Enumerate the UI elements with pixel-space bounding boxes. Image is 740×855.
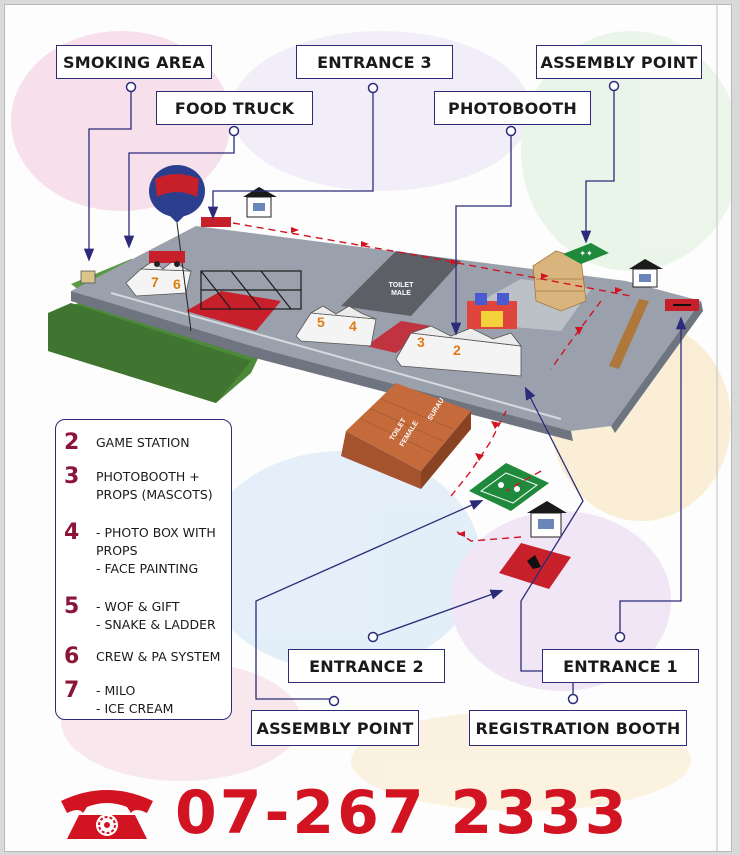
route-arrows [291,227,623,537]
red-carpet-zone [186,291,281,331]
assembly-sign-bottom [469,463,549,511]
guard-house-bottom [527,501,567,538]
zone-7-label: 7 [151,274,159,290]
tent-5-4: 5 4 [295,305,377,347]
callout-assembly-point-bottom: ASSEMBLY POINT [251,710,419,746]
tent-7-6: 7 6 [125,260,192,297]
legend-number: 7 [64,678,80,703]
toilet-male-block: TOILET MALE [341,251,461,316]
legend-item: 7 - MILO - ICE CREAM [64,680,173,718]
smoking-hut [80,270,96,284]
legend-text: - FACE PAINTING [96,561,199,576]
callout-entrance-2: ENTRANCE 2 [288,649,445,683]
zone-3-label: 3 [417,334,425,350]
legend-item: 5 - WOF & GIFT - SNAKE & LADDER [64,596,216,634]
surau-building: TOILET FEMALE SURAU [341,383,471,489]
svg-text:✦✦: ✦✦ [579,249,593,258]
legend-number: 2 [64,430,80,455]
toilet-male-label-1: TOILET [389,282,414,289]
legend-text: - ICE CREAM [96,701,174,716]
legend-text: - WOF & GIFT [96,599,180,614]
map-frame: TOILET MALE 7 6 5 4 [4,4,732,852]
legend-item: 4 - PHOTO BOX WITH PROPS - FACE PAINTING [64,522,216,578]
legend-panel: 2 GAME STATION 3 PHOTOBOOTH + PROPS (MAS… [55,419,232,720]
zone-6-label: 6 [173,276,181,292]
registration-mat [499,543,571,589]
zone-4-label: 4 [349,318,357,334]
legend-item: 2 GAME STATION [64,432,190,454]
tent-3-2: 3 2 [395,325,522,377]
legend-item: 3 PHOTOBOOTH + PROPS (MASCOTS) [64,466,213,504]
food-truck [149,251,185,267]
guard-house-right [629,259,663,288]
entrance-3-marker [201,217,231,227]
telephone-icon [61,790,153,839]
callout-smoking-area: SMOKING AREA [56,45,212,79]
callout-food-truck: FOOD TRUCK [156,91,313,125]
legend-number: 4 [64,520,80,545]
wooden-fence [609,299,649,369]
photobooth-inflatable [467,293,517,329]
callout-entrance-3: ENTRANCE 3 [296,45,453,79]
hot-air-balloon [149,165,205,332]
legend-item: 6 CREW & PA SYSTEM [64,646,220,668]
callout-assembly-point-top: ASSEMBLY POINT [536,45,702,79]
callout-registration-booth: REGISTRATION BOOTH [469,710,687,746]
callout-photobooth: PHOTOBOOTH [434,91,591,125]
callout-entrance-1: ENTRANCE 1 [542,649,699,683]
legend-text: GAME STATION [96,435,190,450]
legend-text: PHOTOBOOTH + [96,469,200,484]
zone-2-label: 2 [453,342,461,358]
legend-text: - PHOTO BOX WITH [96,525,216,540]
legend-text: CREW & PA SYSTEM [96,649,221,664]
legend-number: 3 [64,464,80,489]
guard-house-left [243,187,277,218]
toilet-male-label-2: MALE [391,290,411,297]
truss-stage [200,270,302,310]
legend-number: 6 [64,644,80,669]
phone-number: 07-267 2333 [175,778,630,848]
callout-leaders [83,86,687,700]
legend-text: - SNAKE & LADDER [96,617,216,632]
legend-number: 5 [64,594,80,619]
legend-text: - MILO [96,683,136,698]
assembly-structure [532,250,587,312]
callout-anchor-dots [125,80,626,707]
legend-text: PROPS [96,543,138,558]
assembly-sign-top: ✦✦ [563,243,609,264]
legend-text: PROPS (MASCOTS) [96,487,213,502]
pathway-carpet [366,321,431,353]
zone-5-label: 5 [317,314,325,330]
